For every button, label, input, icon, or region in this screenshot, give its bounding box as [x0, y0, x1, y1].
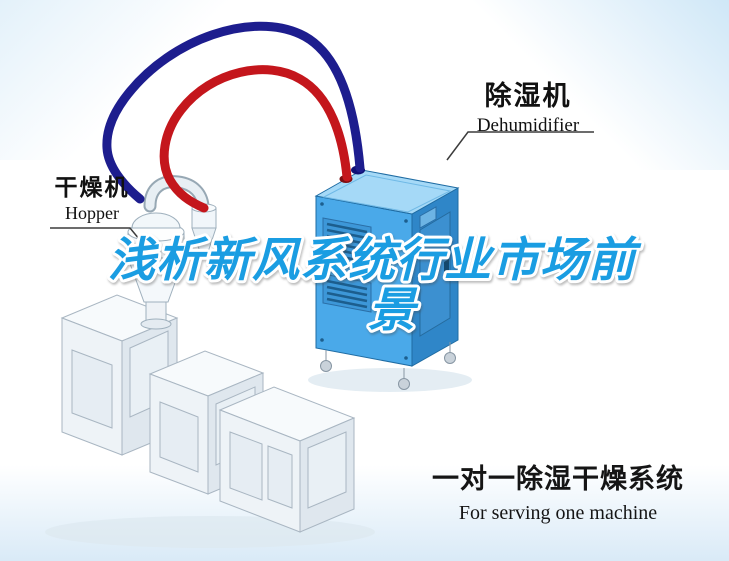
dehumidifier-label-en: Dehumidifier: [476, 115, 580, 136]
door-handle-icon: [444, 259, 449, 275]
hopper-leader-line: [50, 227, 150, 252]
hose-pipes: [102, 21, 365, 213]
control-panel: [419, 206, 437, 229]
caption-en: For serving one machine: [458, 502, 658, 524]
dehumidifier-leader-line: [446, 131, 594, 161]
dehumidifier-label-zh: 除湿机: [484, 81, 572, 111]
dehumidifier-shadow: [308, 368, 472, 392]
hopper-label-en: Hopper: [65, 203, 119, 223]
red-supply-hose: [159, 65, 352, 213]
headline-line-1: 浅析新风系统行业市场前: [108, 233, 642, 286]
dehumidifier-unit: [314, 165, 460, 390]
louver-vent-lower: [322, 273, 372, 313]
caption-block: 一对一除湿干燥系统 For serving one machine: [413, 457, 703, 525]
blue-return-hose: [102, 21, 365, 204]
casters: [320, 342, 456, 390]
extruder-machine: [60, 294, 356, 533]
duct-pipe: [145, 177, 208, 211]
hopper-unit: [127, 175, 217, 330]
caption-zh: 一对一除湿干燥系统: [432, 464, 684, 494]
hopper-label: 干燥机 Hopper: [40, 168, 144, 224]
screw-dots: [320, 202, 408, 360]
dehumidifier-label: 除湿机 Dehumidifier: [452, 74, 604, 137]
side-door: [419, 211, 451, 337]
hopper-label-zh: 干燥机: [54, 174, 130, 200]
louver-vent-upper: [322, 217, 372, 273]
headline-line-2: 景: [368, 283, 419, 336]
